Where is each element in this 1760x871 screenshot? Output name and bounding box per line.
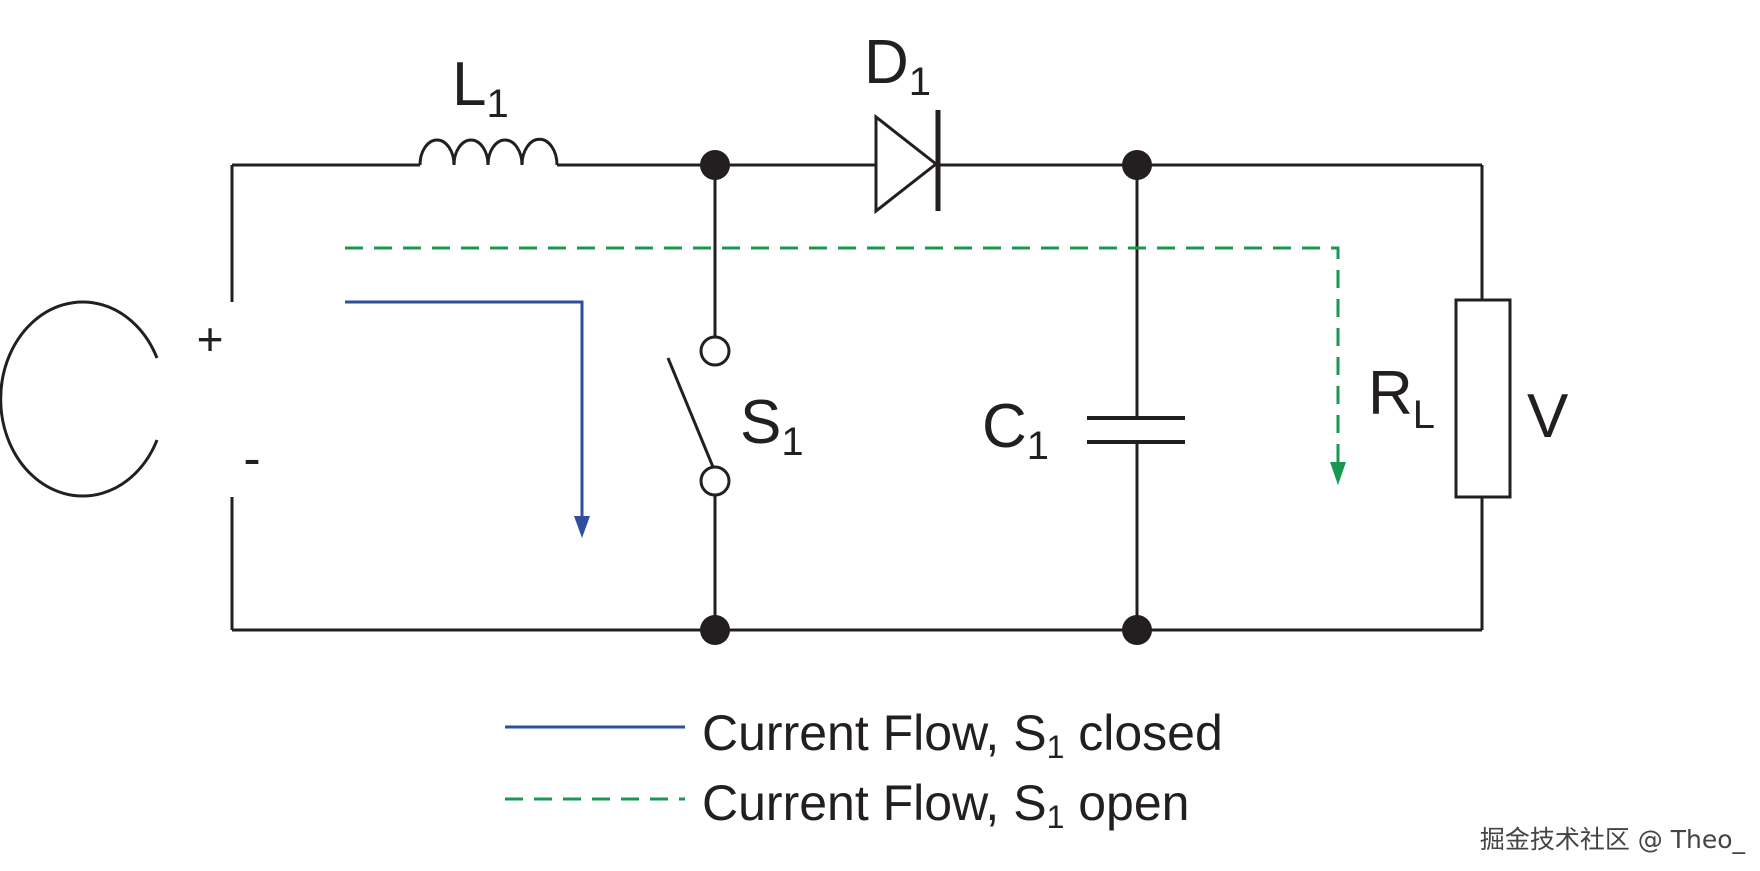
source-circle xyxy=(0,300,159,498)
voltage-source: + - xyxy=(0,300,261,498)
diode-label-subscript: 1 xyxy=(909,60,931,104)
switch-label-letter: S xyxy=(740,388,781,457)
legend: Current Flow, S1 closed Current Flow, S1… xyxy=(505,705,1223,835)
output-voltage-label: V xyxy=(1527,382,1569,451)
current-flow-open xyxy=(345,246,1346,485)
diode-label-letter: D xyxy=(864,28,909,97)
open-path-line xyxy=(345,246,1340,465)
capacitor: C1 xyxy=(982,392,1185,468)
switch: S1 xyxy=(666,335,804,497)
legend-open-pre: Current Flow, S xyxy=(702,775,1047,831)
switch-label: S1 xyxy=(740,388,804,464)
current-flow-closed xyxy=(345,300,590,538)
legend-open-post: open xyxy=(1064,775,1189,831)
node-bottom-switch xyxy=(700,615,730,645)
capacitor-label-subscript: 1 xyxy=(1027,424,1049,468)
capacitor-label: C1 xyxy=(982,392,1049,468)
resistor-label-subscript: L xyxy=(1413,393,1435,437)
resistor-label-letter: R xyxy=(1368,359,1413,428)
node-top-switch xyxy=(700,150,730,180)
legend-closed-pre: Current Flow, S xyxy=(702,705,1047,761)
legend-closed-sub: 1 xyxy=(1047,729,1065,765)
switch-label-subscript: 1 xyxy=(781,420,803,464)
resistor-body xyxy=(1454,298,1512,499)
watermark: 掘金技术社区 @ Theo_ xyxy=(1480,825,1746,854)
legend-item-closed: Current Flow, S1 closed xyxy=(702,705,1223,765)
node-top-cap xyxy=(1122,150,1152,180)
inductor-label: L1 xyxy=(452,50,509,126)
diode: D1 xyxy=(864,28,941,215)
load-resistor: RL V xyxy=(1368,298,1569,499)
legend-open-sub: 1 xyxy=(1047,799,1065,835)
inductor-label-letter: L xyxy=(452,50,486,119)
circuit-wires xyxy=(230,163,1484,632)
legend-item-open: Current Flow, S1 open xyxy=(702,775,1189,835)
legend-closed-post: closed xyxy=(1064,705,1222,761)
diode-label: D1 xyxy=(864,28,931,104)
inductor-label-subscript: 1 xyxy=(486,82,508,126)
switch-contact-top xyxy=(699,335,731,367)
resistor-label: RL xyxy=(1368,359,1435,437)
diode-triangle xyxy=(874,113,939,215)
switch-blade xyxy=(666,357,715,468)
open-path-arrowhead xyxy=(1330,462,1346,485)
closed-path-line xyxy=(345,300,584,520)
inductor-coils xyxy=(418,137,559,166)
capacitor-label-letter: C xyxy=(982,392,1027,461)
inductor: L1 xyxy=(418,50,559,166)
closed-path-arrowhead xyxy=(574,516,590,538)
switch-contact-bottom xyxy=(699,465,731,497)
junction-nodes xyxy=(700,150,1152,645)
source-plus-sign: + xyxy=(197,313,224,365)
node-bottom-cap xyxy=(1122,615,1152,645)
source-minus-sign: - xyxy=(243,430,260,488)
